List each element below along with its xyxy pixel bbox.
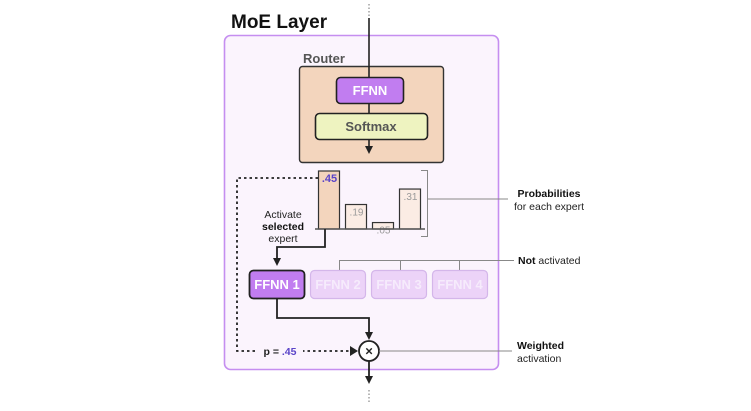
probability-arrowhead [350, 346, 358, 356]
probabilities-annotation-text: for each expert [514, 201, 584, 213]
expert-label-1: FFNN 1 [254, 277, 300, 292]
weighted-annotation-bold: Weighted [517, 340, 564, 352]
activate-expert-arrow [273, 229, 326, 266]
router-ffnn-box [335, 76, 405, 105]
expert-label-3: FFNN 3 [376, 277, 422, 292]
not-activated-bold: Not [518, 255, 536, 267]
softmax-label: Softmax [345, 119, 397, 134]
expert-box-2 [309, 269, 367, 300]
probabilities-annotation-bold: Probabilities [517, 188, 580, 200]
not-activated-annotation: Not activated [518, 255, 581, 267]
expert-label-2: FFNN 2 [315, 277, 361, 292]
expert-box-4 [431, 269, 489, 300]
activate-label-line3: expert [268, 233, 297, 245]
weight-value: .45 [282, 346, 297, 358]
multiply-icon: × [365, 344, 373, 359]
experts-row: FFNN 1 FFNN 2 FFNN 3 FFNN 4 [248, 269, 489, 300]
weight-label-bg [257, 344, 303, 358]
expert-box-3 [370, 269, 428, 300]
weighted-annotation-text: activation [517, 353, 562, 365]
softmax-box [314, 112, 429, 141]
probability-bar-label: .19 [350, 208, 364, 219]
probability-bars: .45 .19 .05 .31 [317, 170, 422, 237]
layer-title: MoE Layer [231, 12, 328, 33]
probability-bar-label: .05 [377, 226, 391, 237]
not-activated-rest: activated [536, 255, 581, 267]
expert-label-4: FFNN 4 [437, 277, 483, 292]
weight-label: p = .45 [264, 346, 297, 358]
router-ffnn-label: FFNN [353, 83, 388, 98]
activate-label-line2: selected [262, 221, 304, 233]
probability-bar-label: .31 [404, 192, 418, 203]
router-label: Router [303, 51, 345, 66]
weight-prefix: p = [264, 346, 282, 358]
probabilities-bracket [421, 170, 428, 237]
activate-label-line1: Activate [264, 209, 302, 221]
probability-bar-label: .45 [322, 173, 337, 185]
expert-output-arrow [276, 298, 373, 340]
not-activated-bracket [339, 260, 460, 270]
